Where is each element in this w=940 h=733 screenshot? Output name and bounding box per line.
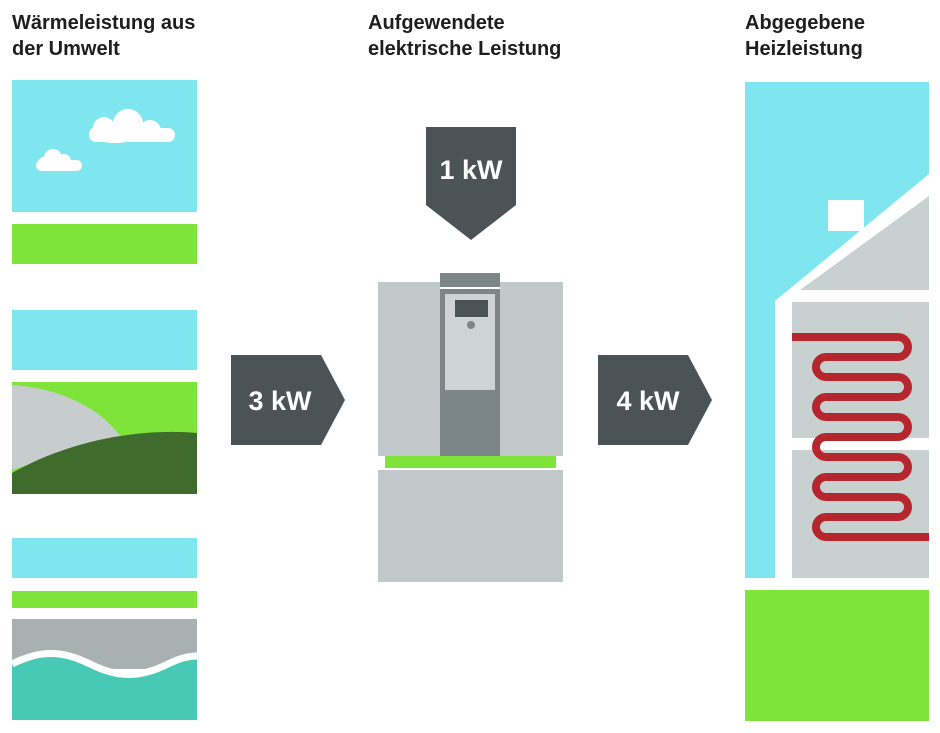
heat-pump-display bbox=[455, 300, 488, 317]
arrow-environment-heat-label: 3 kW bbox=[248, 386, 312, 416]
attic bbox=[800, 196, 929, 290]
grass-strip bbox=[12, 224, 197, 264]
arrow-heat-output-label: 4 kW bbox=[616, 386, 680, 416]
heat-output-title: Abgegebene Heizleistung bbox=[745, 12, 866, 60]
heat-pump-lower-unit bbox=[378, 470, 563, 582]
cloud-icon bbox=[89, 109, 175, 143]
house-lawn bbox=[745, 590, 929, 721]
water-source-panel bbox=[10, 538, 198, 720]
air-source-panel bbox=[12, 80, 197, 264]
gray-hill bbox=[12, 385, 120, 470]
dark-green-field bbox=[12, 431, 197, 494]
sky-area bbox=[12, 80, 197, 212]
water-layer bbox=[12, 653, 197, 720]
house-icon bbox=[745, 82, 929, 721]
arrow-electric-power-label: 1 kW bbox=[439, 155, 503, 185]
ground-source-panel bbox=[12, 310, 197, 494]
heat-pump-divider bbox=[378, 468, 563, 470]
grass-strip bbox=[12, 591, 197, 608]
heat-pump-icon bbox=[378, 273, 563, 582]
heat-pump-knob bbox=[467, 321, 475, 329]
sky-area bbox=[12, 310, 197, 370]
water-wave-line bbox=[10, 650, 198, 678]
arrow-electric-power: 1 kW bbox=[426, 127, 516, 240]
arrow-heat-output: 4 kW bbox=[598, 355, 712, 445]
sky-area bbox=[12, 538, 197, 578]
environment-heat-title: Wärmeleistung aus der Umwelt bbox=[12, 12, 196, 60]
floor-heating-coil-icon bbox=[792, 333, 929, 541]
arrow-environment-heat: 3 kW bbox=[231, 355, 345, 445]
heat-pump-panel-edge bbox=[440, 287, 500, 289]
chimney bbox=[828, 200, 864, 231]
heat-pump-green-band bbox=[385, 456, 556, 470]
electric-power-title: Aufgewendete elektrische Leistung bbox=[368, 12, 562, 60]
small-cloud-icon bbox=[36, 149, 82, 171]
